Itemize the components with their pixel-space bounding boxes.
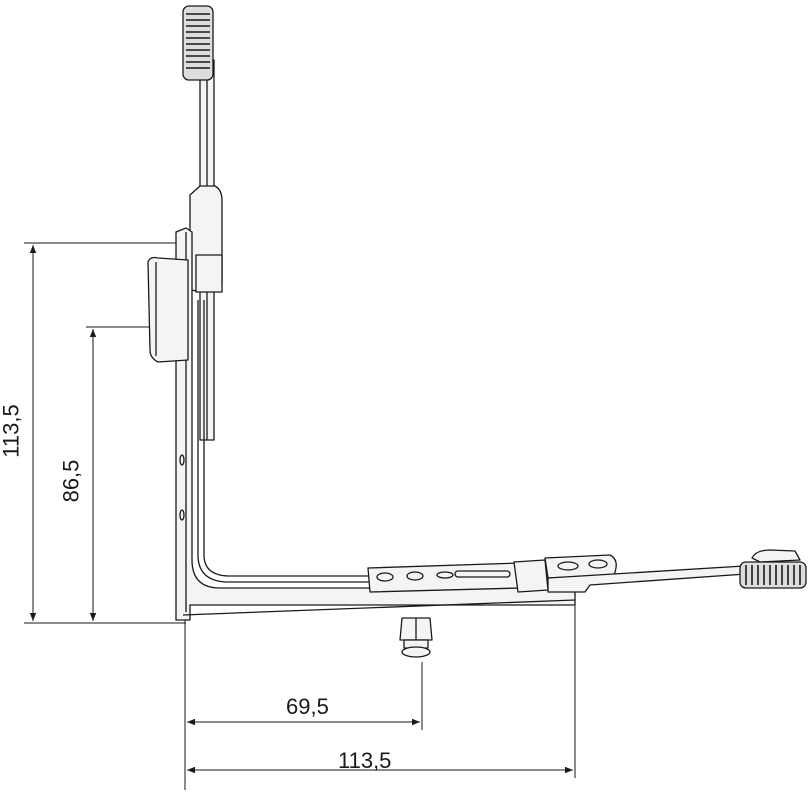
dimension-vertical-total: 113,5 xyxy=(0,404,24,458)
dimension-vertical-inner: 86,5 xyxy=(58,459,84,503)
nut-icon xyxy=(399,617,433,658)
right-grip-icon xyxy=(739,549,807,589)
top-grip-icon xyxy=(182,5,214,81)
corner-drive-part xyxy=(147,5,807,658)
dimension-horizontal-total: 113,5 xyxy=(338,748,392,773)
dimension-lines xyxy=(24,242,576,790)
dimension-horizontal-inner: 69,5 xyxy=(286,694,329,719)
